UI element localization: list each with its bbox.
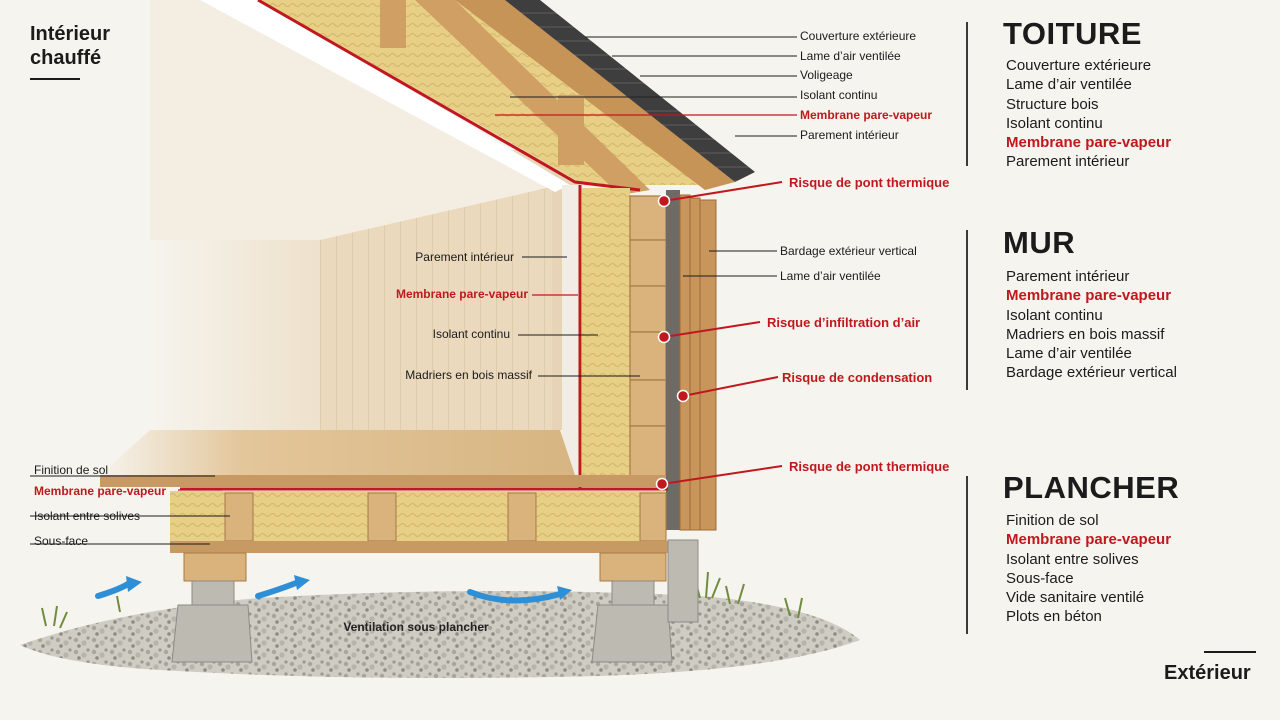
- sill-beam: [183, 552, 247, 582]
- section-title-roof: TOITURE: [1003, 16, 1142, 51]
- risk-marker-icon: [657, 194, 671, 208]
- roof-rafter-block: [558, 95, 584, 165]
- risk-marker-icon: [657, 330, 671, 344]
- wall-callout: Parement intérieur: [415, 250, 514, 264]
- section-item: Couverture extérieure: [1006, 57, 1152, 74]
- wall-callout: Isolant continu: [433, 327, 510, 341]
- ventilation-label: Ventilation sous plancher: [343, 620, 489, 634]
- section-item: Plots en béton: [1006, 608, 1102, 626]
- roof-callout: Lame d’air ventilée: [800, 49, 901, 63]
- section-item: Parement intérieur: [1006, 153, 1130, 171]
- airflow-arrows: [95, 580, 563, 604]
- risk-callout: Risque de condensation: [782, 370, 932, 385]
- gravel-ground: [20, 590, 860, 678]
- section-item: Parement intérieur: [1006, 268, 1130, 285]
- floor-joists: [224, 492, 667, 542]
- section-item: Lame d’air ventilée: [1006, 76, 1132, 94]
- section-item: Vide sanitaire ventilé: [1006, 589, 1145, 607]
- sill-beam: [599, 552, 667, 582]
- section-divider-floor: [966, 476, 968, 634]
- exterior-label: Extérieur: [1164, 662, 1251, 684]
- section-title-wall: MUR: [1003, 225, 1076, 260]
- floor-finish-board: [100, 475, 666, 487]
- roof-callout: Isolant continu: [800, 88, 877, 102]
- siding-callout: Lame d’air ventilée: [780, 269, 881, 283]
- roof-callout: Voligeage: [800, 68, 853, 82]
- section-title-floor: PLANCHER: [1003, 470, 1180, 505]
- concrete-piers: [171, 539, 699, 663]
- airflow-arrow-icon: [95, 581, 131, 599]
- risk-callout: Risque de pont thermique: [789, 175, 949, 190]
- section-list-wall: Parement intérieur Membrane pare-vapeur …: [1006, 267, 1177, 383]
- floor-callout-highlight: Membrane pare-vapeur: [34, 484, 166, 498]
- floor-finish-surface: [100, 430, 575, 475]
- roof-vapor-barrier: [257, 0, 641, 192]
- floor-callout: Isolant entre solives: [34, 509, 140, 523]
- sloped-ceiling: [150, 0, 560, 240]
- wall-insulation: [582, 188, 630, 476]
- interior-label-line2: chauffé: [30, 47, 102, 69]
- roof-rafter-block: [380, 0, 406, 48]
- interior-heated-label: Intérieur chauffé: [30, 22, 110, 70]
- airflow-arrow-icon: [255, 580, 299, 599]
- section-item: Finition de sol: [1006, 512, 1099, 529]
- risk-callout: Risque de pont thermique: [789, 459, 949, 474]
- section-item-highlight: Membrane pare-vapeur: [1006, 531, 1172, 549]
- siding-callout: Bardage extérieur vertical: [780, 244, 917, 258]
- section-divider-roof: [966, 22, 968, 166]
- section-item: Bardage extérieur vertical: [1006, 364, 1177, 382]
- section-item-highlight: Membrane pare-vapeur: [1006, 287, 1172, 305]
- section-item: Madriers en bois massif: [1006, 325, 1165, 343]
- section-item: Structure bois: [1006, 95, 1099, 113]
- risk-markers: [655, 194, 690, 491]
- risk-callout: Risque d’infiltration d’air: [767, 315, 920, 330]
- wall-siding: [679, 194, 717, 531]
- leader-lines-red: [178, 114, 797, 491]
- section-list-floor: Finition de sol Membrane pare-vapeur Iso…: [1006, 511, 1171, 627]
- section-item: Sous-face: [1006, 569, 1074, 587]
- section-list-roof: Couverture extérieure Lame d’air ventilé…: [1006, 56, 1171, 172]
- ceiling-edge-light: [200, 0, 570, 192]
- leader-lines: [30, 36, 797, 545]
- section-item: Isolant continu: [1006, 114, 1103, 132]
- wall-callout: Madriers en bois massif: [405, 368, 532, 382]
- interior-label-underline: [30, 78, 80, 80]
- floor-subface: [170, 541, 670, 553]
- floor-callout: Sous-face: [34, 534, 88, 548]
- roof-covering: [505, 0, 755, 182]
- risk-leaders: [661, 181, 783, 485]
- airflow-arrowheads: [126, 575, 572, 600]
- risk-marker-icon: [655, 477, 669, 491]
- roof-callout-highlight: Membrane pare-vapeur: [800, 108, 932, 122]
- risk-marker-icon: [676, 389, 690, 403]
- roof-callout: Parement intérieur: [800, 128, 899, 142]
- section-item-highlight: Membrane pare-vapeur: [1006, 134, 1172, 152]
- wall-interior-board: [562, 185, 580, 475]
- airflow-arrow-icon: [467, 589, 563, 604]
- roof-callout: Couverture extérieure: [800, 29, 916, 43]
- wall-air-gap: [666, 190, 680, 530]
- floor-callout: Finition de sol: [34, 463, 108, 477]
- wall-callout-highlight: Membrane pare-vapeur: [396, 287, 528, 301]
- roof-batten-layer: [455, 0, 735, 190]
- section-item: Lame d’air ventilée: [1006, 345, 1132, 363]
- wall-log-stack: [629, 195, 667, 477]
- section-item: Isolant entre solives: [1006, 550, 1139, 568]
- exterior-label-overline: [1204, 651, 1256, 653]
- section-item: Isolant continu: [1006, 306, 1103, 324]
- interior-label-line1: Intérieur: [30, 23, 111, 45]
- section-divider-wall: [966, 230, 968, 390]
